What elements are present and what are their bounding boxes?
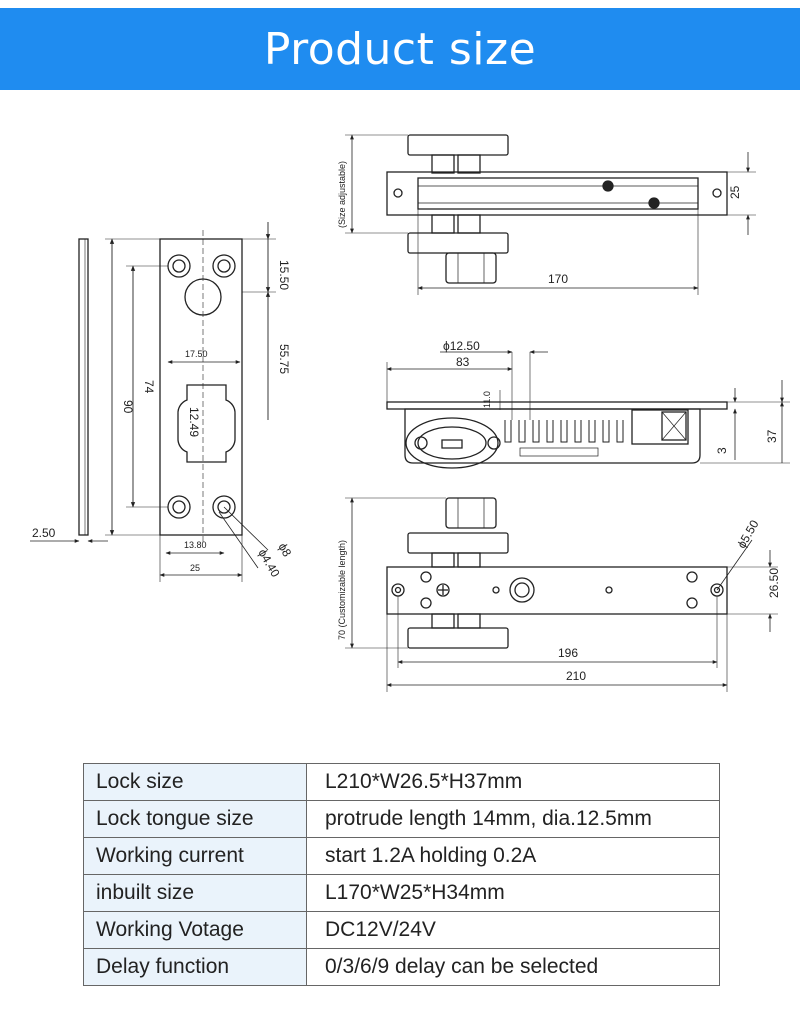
spec-value: DC12V/24V (306, 911, 720, 949)
dim-top-25: 25 (728, 185, 742, 199)
face-plate (159, 238, 243, 536)
front-view-labels: 15.50 55.75 17.50 12.49 90 74 13.80 25 ϕ… (32, 260, 294, 580)
dim-26-50: 26.50 (767, 568, 781, 598)
page-title: Product size (263, 23, 537, 75)
table-row: Lock tongue size protrude length 14mm, d… (83, 800, 720, 838)
bottom-view-labels: 70 (Customizable length) ϕ5.50 26.50 196… (337, 517, 781, 683)
dim-11-0: 11.0 (482, 391, 492, 408)
spec-key: Lock tongue size (83, 800, 307, 838)
dim-55-75: 55.75 (277, 344, 291, 374)
header-banner: Product size (0, 8, 800, 90)
customizable-length-note: 70 (Customizable length) (337, 540, 347, 640)
dim-3: 3 (715, 447, 729, 454)
dim-210: 210 (566, 669, 586, 683)
table-row: Working Votage DC12V/24V (83, 911, 720, 949)
spec-key: inbuilt size (83, 874, 307, 912)
mount-hole (167, 495, 191, 519)
spec-key: Delay function (83, 948, 307, 986)
mount-hole (212, 495, 236, 519)
front-view (30, 222, 276, 582)
side-plate (386, 401, 728, 410)
spec-table: Lock size L210*W26.5*H37mm Lock tongue s… (83, 763, 720, 986)
table-row: Delay function 0/3/6/9 delay can be sele… (83, 948, 720, 986)
mount-hole (212, 254, 236, 278)
tongue-slot (177, 384, 236, 463)
adjust-knob (445, 252, 497, 284)
top-view-labels: (Size adjustable) 25 170 (337, 161, 742, 286)
spec-key: Lock size (83, 763, 307, 801)
top-view (345, 134, 756, 295)
dim-37: 37 (765, 429, 779, 443)
lock-body-bottom (386, 566, 728, 615)
spec-value: protrude length 14mm, dia.12.5mm (306, 800, 720, 838)
side-profile-plate (78, 238, 89, 536)
dim-2-50: 2.50 (32, 526, 56, 540)
dim-12-49: 12.49 (187, 407, 201, 437)
dim-phi-8: ϕ8 (275, 541, 294, 560)
spec-value: start 1.2A holding 0.2A (306, 837, 720, 875)
dim-15-50: 15.50 (277, 260, 291, 290)
dim-90: 90 (121, 400, 135, 414)
spec-key: Working current (83, 837, 307, 875)
dim-25: 25 (190, 563, 200, 573)
dim-170: 170 (548, 272, 568, 286)
table-row: Working current start 1.2A holding 0.2A (83, 837, 720, 875)
mount-hole (167, 254, 191, 278)
table-row: inbuilt size L170*W25*H34mm (83, 874, 720, 912)
side-body (404, 408, 701, 464)
dim-phi-5-50: ϕ5.50 (734, 517, 761, 550)
dim-74: 74 (142, 380, 156, 394)
spec-value: L170*W25*H34mm (306, 874, 720, 912)
dim-83: 83 (456, 355, 470, 369)
spec-key: Working Votage (83, 911, 307, 949)
technical-drawing: 15.50 55.75 17.50 12.49 90 74 13.80 25 ϕ… (30, 134, 790, 692)
spec-value: L210*W26.5*H37mm (306, 763, 720, 801)
spec-value: 0/3/6/9 delay can be selected (306, 948, 720, 986)
size-adjustable-note: (Size adjustable) (337, 161, 347, 228)
dim-phi-12-50: ϕ12.50 (443, 339, 480, 353)
table-row: Lock size L210*W26.5*H37mm (83, 763, 720, 801)
bottom-view (345, 497, 778, 692)
dim-196: 196 (558, 646, 578, 660)
tongue-housing (405, 417, 499, 469)
lock-body-top (386, 171, 728, 216)
side-view-labels: ϕ12.50 83 11.0 3 37 (443, 339, 779, 454)
side-view (386, 350, 790, 469)
dim-13-80: 13.80 (184, 540, 207, 550)
dim-17-50: 17.50 (185, 349, 208, 359)
